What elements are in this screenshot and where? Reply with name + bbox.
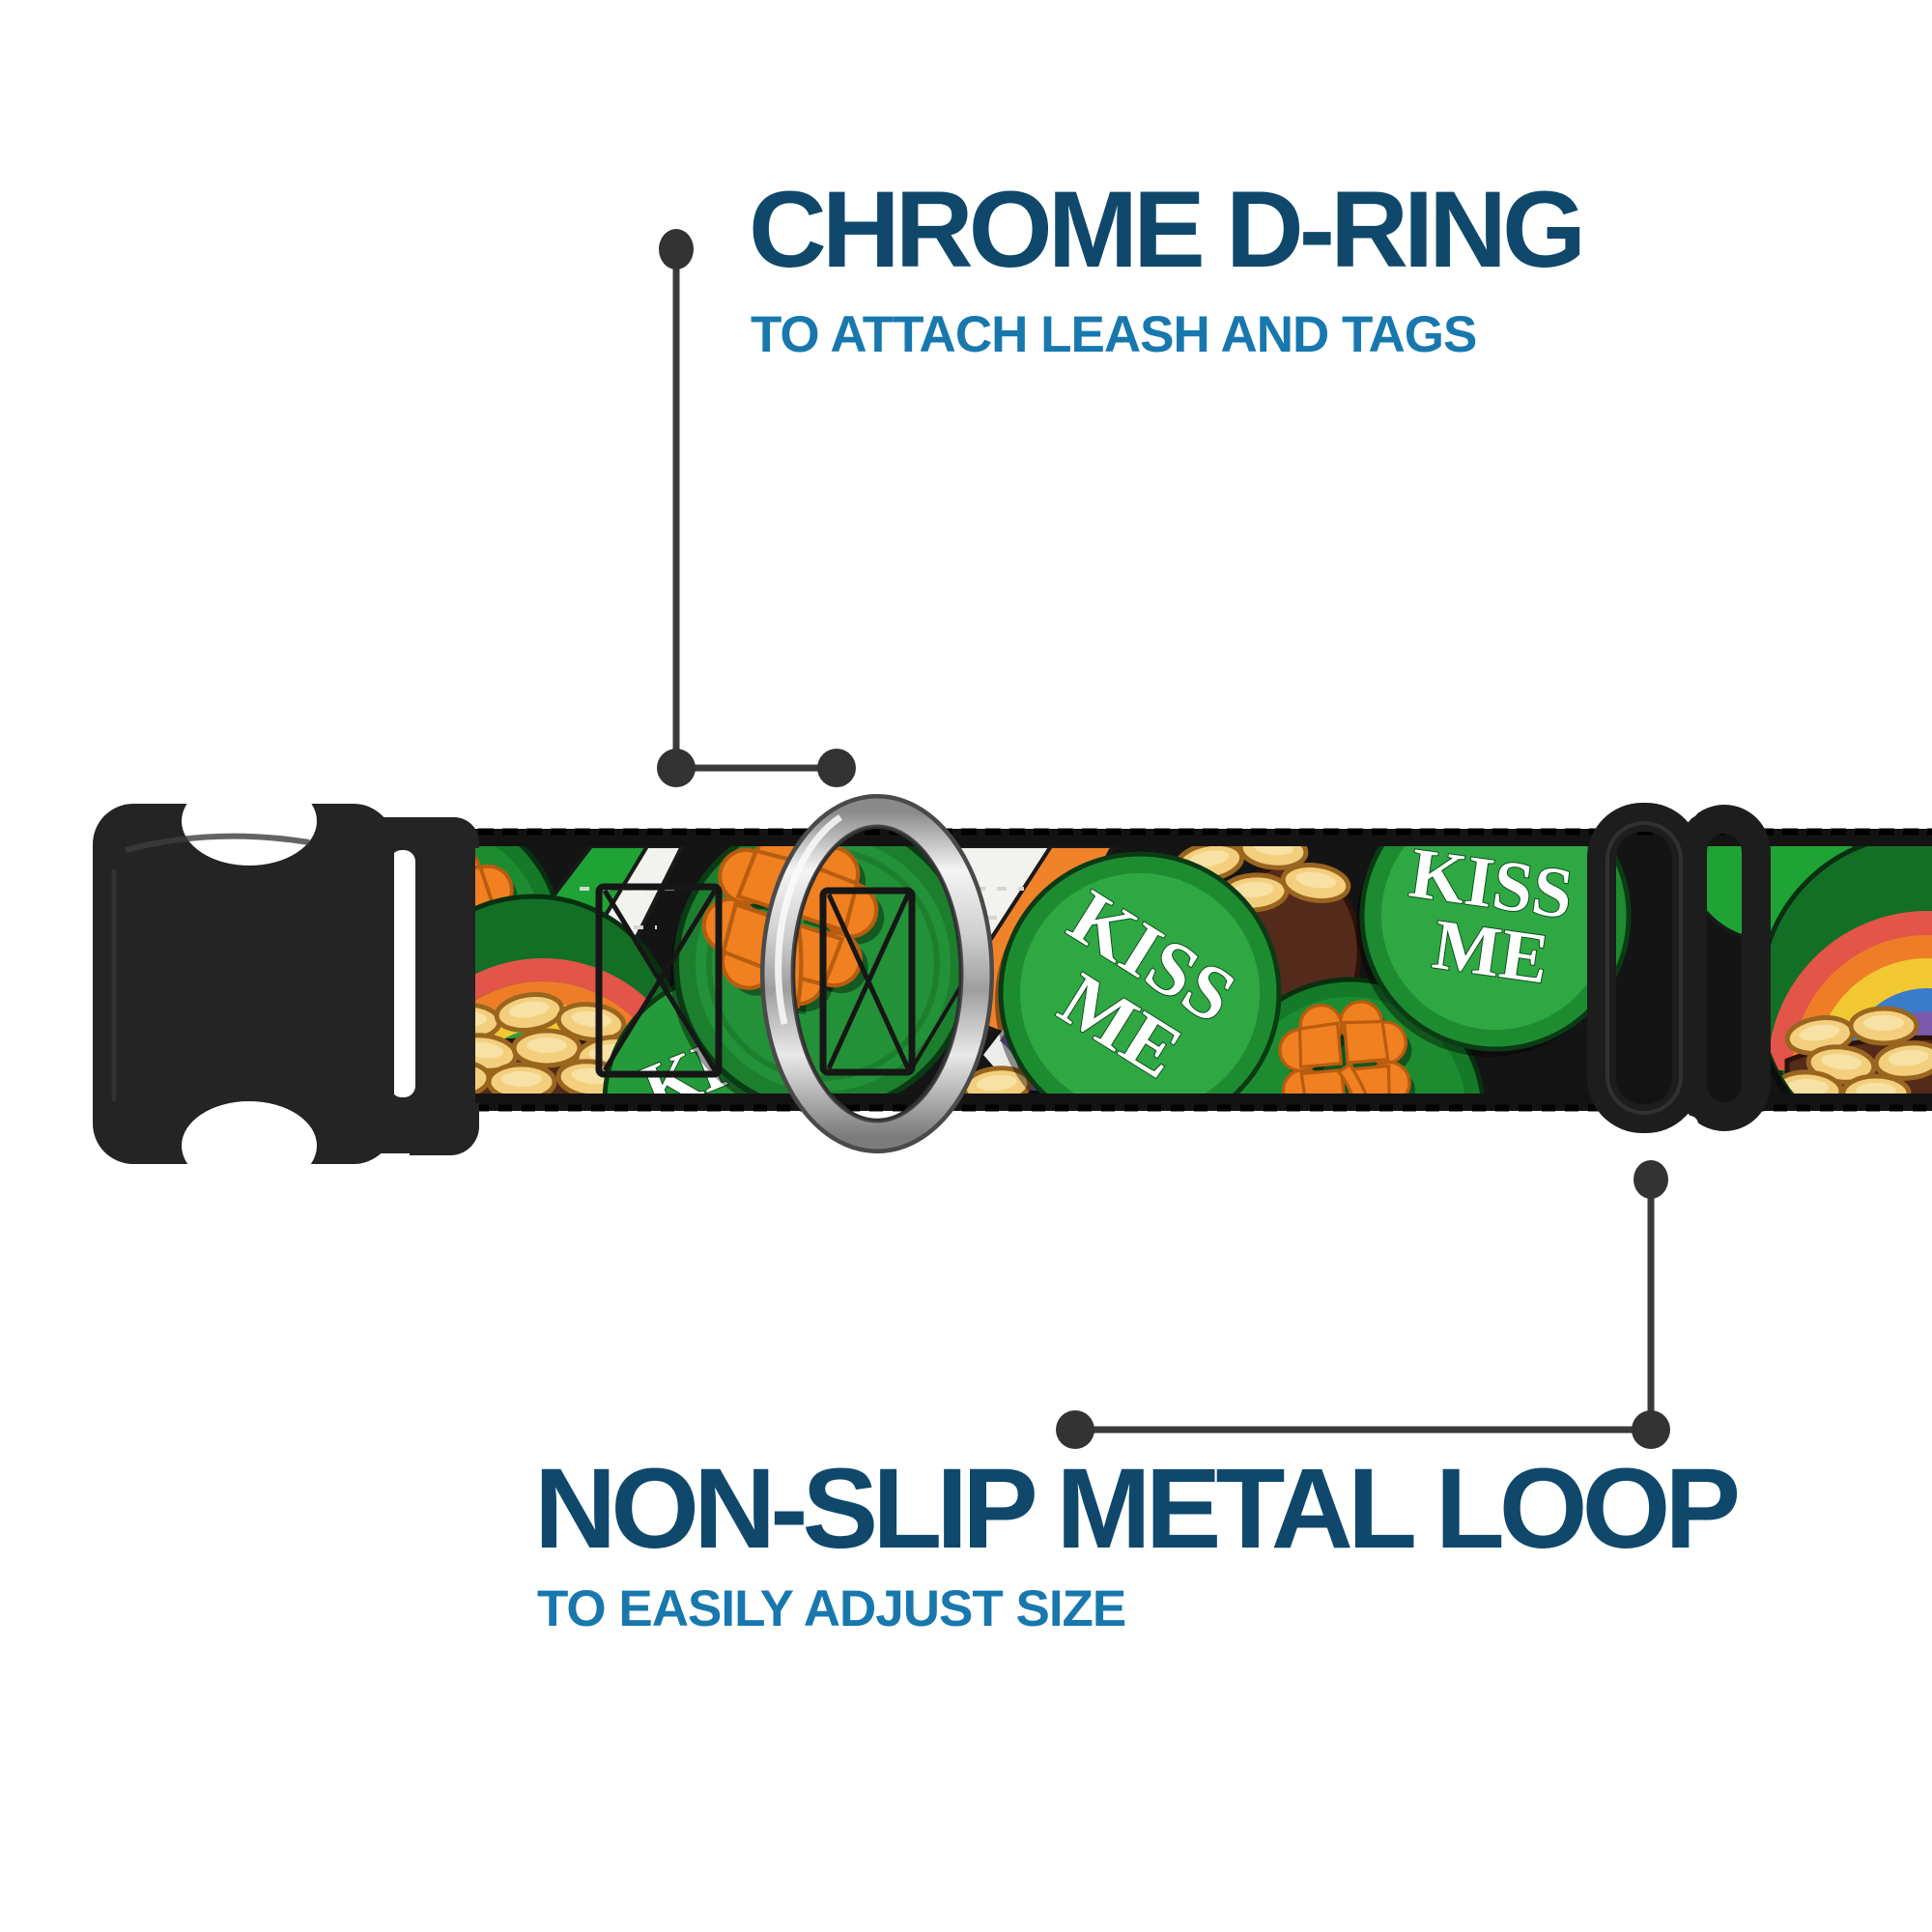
- bottom-callout-title: NON-SLIP METAL LOOP: [534, 1445, 1741, 1573]
- badge-text: ME: [1429, 905, 1553, 1000]
- top-callout-subtitle: TO ATTACH LEASH AND TAGS: [751, 306, 1477, 363]
- callout-dot: [817, 749, 856, 787]
- callout-dot: [1056, 1410, 1094, 1449]
- svg-text:KISS ME: KISS ME: [1396, 834, 1596, 1005]
- callout-dot: [659, 229, 694, 270]
- d-ring: [760, 794, 994, 1153]
- buckle-slot: [390, 850, 415, 1097]
- triglide-adjuster: [1587, 801, 1771, 1133]
- callout-dot: [1632, 1410, 1670, 1449]
- top-callout-title: CHROME D-RING: [749, 169, 1586, 290]
- callout-dot: [657, 749, 696, 787]
- buckle-notch: [182, 777, 317, 866]
- callout-connectors: [657, 229, 1670, 1449]
- dring-highlight: [775, 814, 842, 1025]
- buckle-body: [93, 804, 394, 1164]
- kiss-me-badge: KISS ME: [1356, 834, 1632, 1057]
- buckle-notch: [182, 1101, 317, 1190]
- callout-dot: [1634, 1160, 1668, 1199]
- pot-of-gold-badge: [1754, 846, 1932, 1094]
- stitch-box: [595, 883, 968, 1078]
- webbing-rough-edge: [406, 828, 1932, 1112]
- top-connector-line: [672, 249, 837, 772]
- bottom-connector-line: [1075, 1179, 1655, 1434]
- buckle: [93, 777, 479, 1190]
- adjuster-highlight: [1605, 821, 1683, 1115]
- kiss-me-badge: KISS ME: [995, 851, 1282, 1094]
- buckle-highlight: [125, 833, 310, 853]
- bottom-callout-subtitle: TO EASILY ADJUST SIZE: [537, 1580, 1126, 1637]
